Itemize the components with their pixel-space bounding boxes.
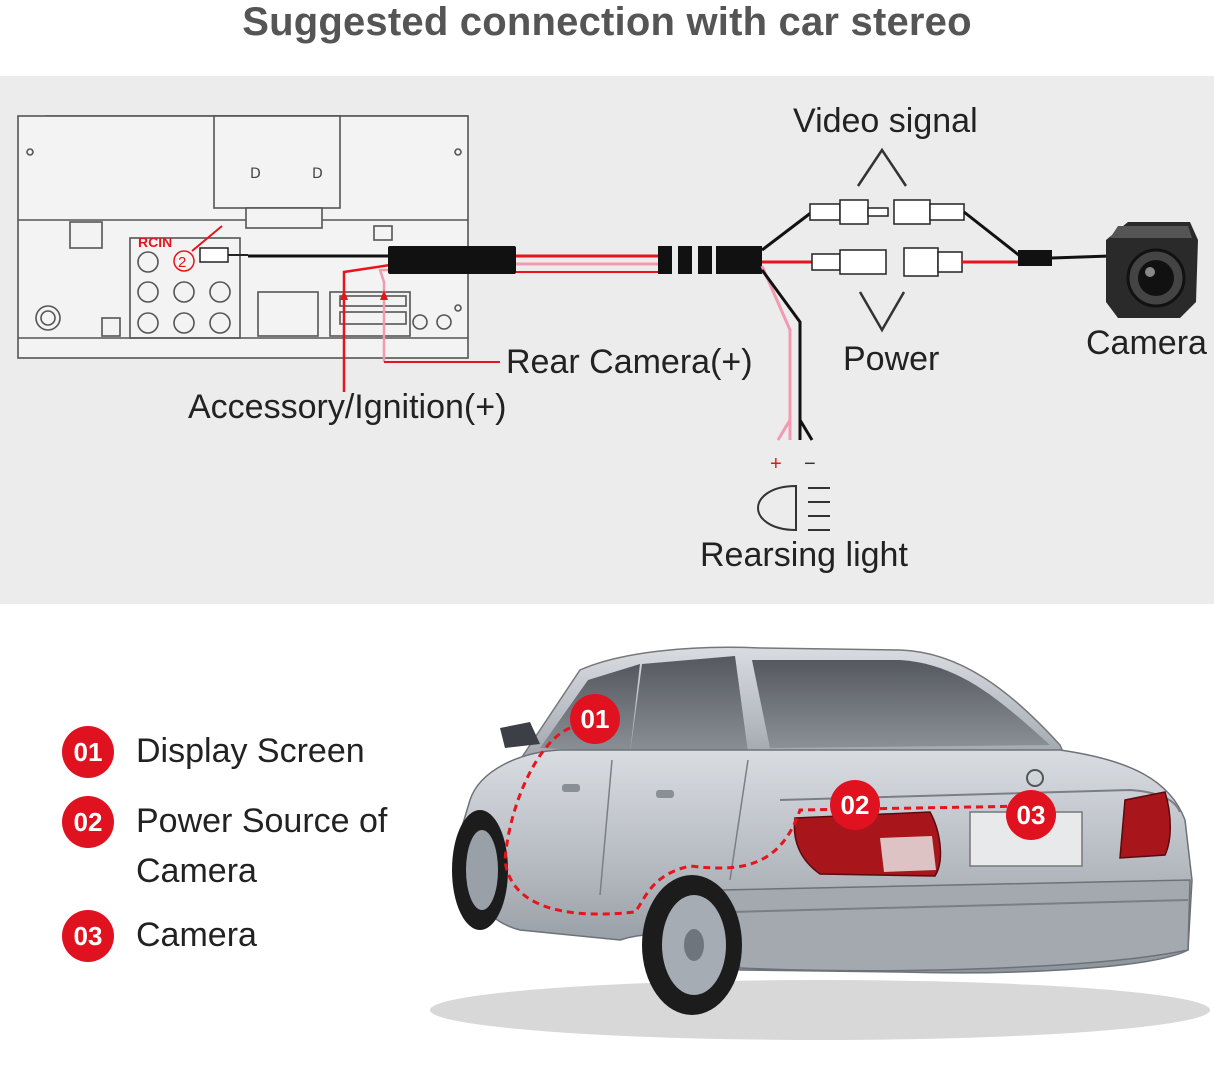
video-rca-connector bbox=[809, 199, 965, 225]
rearsing-wire-black bbox=[760, 269, 802, 440]
accessory-label: Accessory/Ignition(+) bbox=[188, 388, 507, 426]
legend-badge: 01 bbox=[62, 726, 114, 778]
cable-junction-left bbox=[388, 246, 516, 274]
car-rear-window bbox=[752, 660, 1050, 748]
rcin-annotation: RCIN 2 bbox=[138, 225, 223, 272]
car-marker-01: 01 bbox=[570, 694, 620, 744]
stereo-unit: D D bbox=[17, 115, 469, 359]
car-brand-logo bbox=[1026, 769, 1044, 787]
wiring-diagram: D D RCIN 2 bbox=[17, 115, 1198, 532]
video-signal-label: Video signal bbox=[793, 102, 978, 140]
rcin-number: 2 bbox=[178, 254, 186, 271]
page-title: Suggested connection with car stereo bbox=[242, 0, 972, 44]
legend-text: Power Source of Camera bbox=[136, 802, 388, 890]
svg-text:D: D bbox=[250, 166, 261, 182]
plus-label: + bbox=[770, 453, 782, 475]
car-rear-door-window bbox=[630, 656, 748, 754]
legend-item-03: 03 Camera bbox=[62, 910, 396, 962]
rearsing-light-label: Rearsing light bbox=[700, 536, 908, 574]
car-marker-02: 02 bbox=[830, 780, 880, 830]
minus-label: − bbox=[804, 453, 816, 475]
camera-icon bbox=[1106, 222, 1198, 318]
video-signal-arrow bbox=[856, 147, 908, 187]
power-label: Power bbox=[843, 340, 940, 378]
legend-text: Camera bbox=[136, 916, 257, 954]
car-marker-03: 03 bbox=[1006, 790, 1056, 840]
legend-badge: 02 bbox=[62, 796, 114, 848]
legend-item-01: 01 Display Screen bbox=[62, 726, 396, 778]
cable-ferrite bbox=[658, 246, 762, 274]
power-dc-connector bbox=[811, 247, 963, 277]
rear-camera-label: Rear Camera(+) bbox=[506, 343, 753, 381]
car-side-mirror bbox=[500, 722, 540, 748]
rcin-label: RCIN bbox=[138, 234, 172, 250]
svg-text:D: D bbox=[312, 166, 323, 182]
power-arrow bbox=[858, 291, 906, 333]
car-front-wheel bbox=[452, 810, 508, 930]
legend-item-02: 02 Power Source of Camera bbox=[62, 796, 396, 896]
stereo-rca-plug bbox=[199, 247, 248, 263]
rearsing-light-icon bbox=[756, 484, 830, 532]
rear-camera-wire-pink bbox=[378, 268, 390, 362]
accessory-wire-red bbox=[342, 263, 391, 392]
car-right-taillight bbox=[1119, 791, 1171, 859]
legend-text: Display Screen bbox=[136, 732, 365, 770]
camera-label: Camera bbox=[1086, 324, 1207, 362]
car-rear-wheel bbox=[642, 875, 742, 1015]
car-wiring-route bbox=[503, 726, 1033, 916]
legend-badge: 03 bbox=[62, 910, 114, 962]
rearsing-wire-pink bbox=[760, 265, 792, 440]
